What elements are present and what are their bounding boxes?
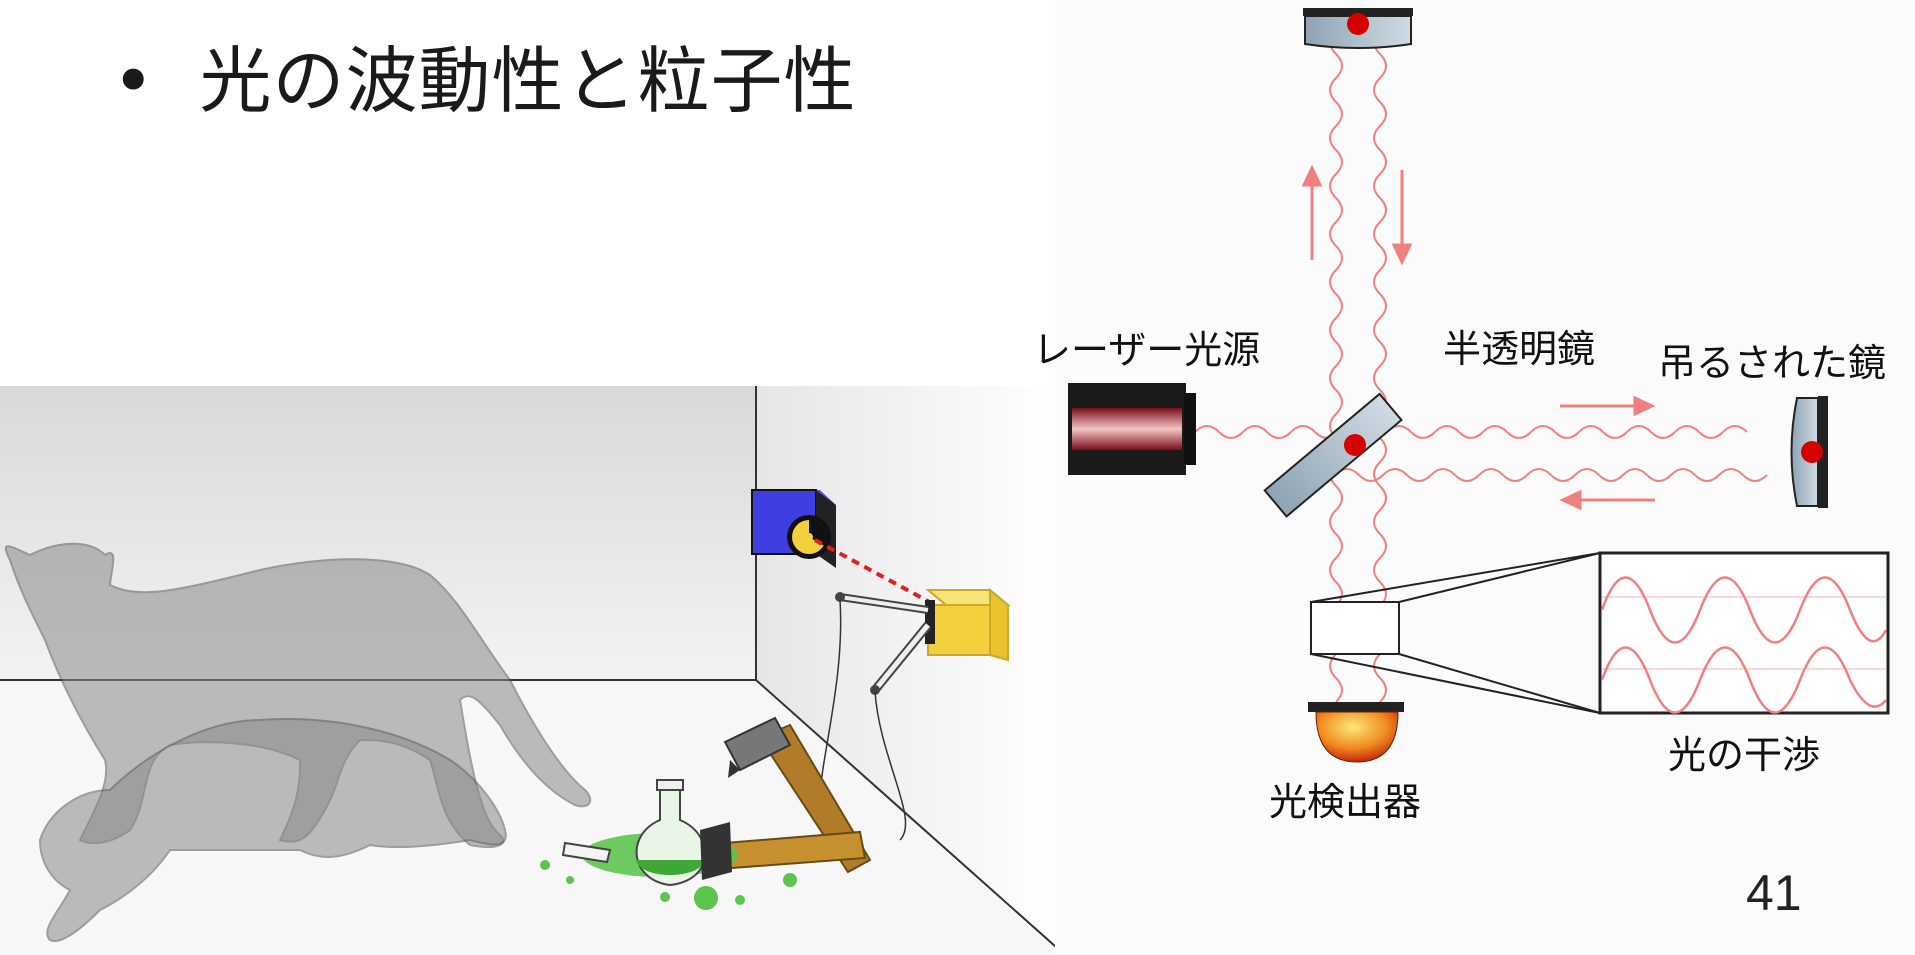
cat-illustration: [0, 386, 1066, 955]
dead-cat: [38, 718, 507, 942]
beam-horizontal-top: [1194, 425, 1748, 439]
interference-plot: [1598, 551, 1890, 715]
hammer-mechanism: [698, 592, 932, 874]
zoom-cone: [1310, 552, 1601, 714]
bullet-mark: •: [112, 39, 156, 123]
interference-label: 光の干渉: [1668, 733, 1820, 777]
page-number: 41: [1746, 865, 1802, 921]
beam-vertical-left: [1329, 29, 1343, 703]
beam-splitter-label: 半透明鏡: [1443, 327, 1595, 371]
slide-heading: • 光の波動性と粒子性: [112, 22, 856, 127]
hanging-mirror: [1790, 396, 1828, 508]
geiger-counter-box: [925, 587, 1011, 662]
laser-source: [1068, 383, 1196, 475]
interferometer-diagram: レーザー光源 半透明鏡 吊るされた鏡 光検出器 光の干渉: [1033, 0, 1915, 955]
radioactive-source-box: [751, 489, 936, 607]
laser-label: レーザー光源: [1033, 328, 1260, 372]
arrow-up-icon: [1301, 164, 1323, 260]
poison-flask: [540, 779, 797, 910]
photo-detector: [1308, 702, 1404, 763]
detector-label: 光検出器: [1269, 780, 1421, 824]
heading-text: 光の波動性と粒子性: [199, 39, 857, 123]
direction-arrows: [1301, 164, 1656, 511]
beam-splitter: [1263, 392, 1403, 518]
arrow-left-icon: [1559, 489, 1655, 511]
beam-horizontal-bottom: [1334, 468, 1768, 482]
interferometer-backdrop: [1055, 0, 1915, 955]
arrow-down-icon: [1391, 170, 1413, 266]
top-mirror: [1303, 8, 1413, 49]
arrow-right-icon: [1560, 395, 1656, 417]
hanging-mirror-label: 吊るされた鏡: [1658, 341, 1886, 385]
